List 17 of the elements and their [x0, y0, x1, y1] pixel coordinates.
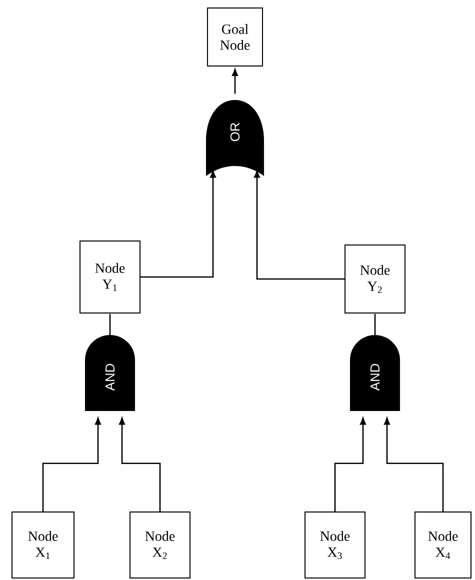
node-box: Node X$_{3}$ [304, 512, 366, 578]
arrow [42, 418, 101, 512]
arrow [140, 170, 216, 278]
node-box: Node X$_{2}$ [130, 512, 190, 578]
and-gate: AND [350, 335, 400, 411]
arrow [254, 170, 344, 280]
or-gate: OR [206, 100, 264, 176]
arrow [384, 418, 444, 512]
node-box: Node X$_{1}$ [12, 512, 74, 578]
node-box: Goal Node [207, 8, 263, 66]
arrow [232, 68, 238, 94]
arrow [334, 418, 366, 512]
node-box: Node Y$_{1}$ [80, 240, 140, 314]
and-gate: AND [85, 335, 135, 411]
node-box: Node X$_{4}$ [414, 512, 472, 578]
arrow [119, 418, 161, 512]
node-box: Node Y$_{2}$ [344, 244, 406, 314]
